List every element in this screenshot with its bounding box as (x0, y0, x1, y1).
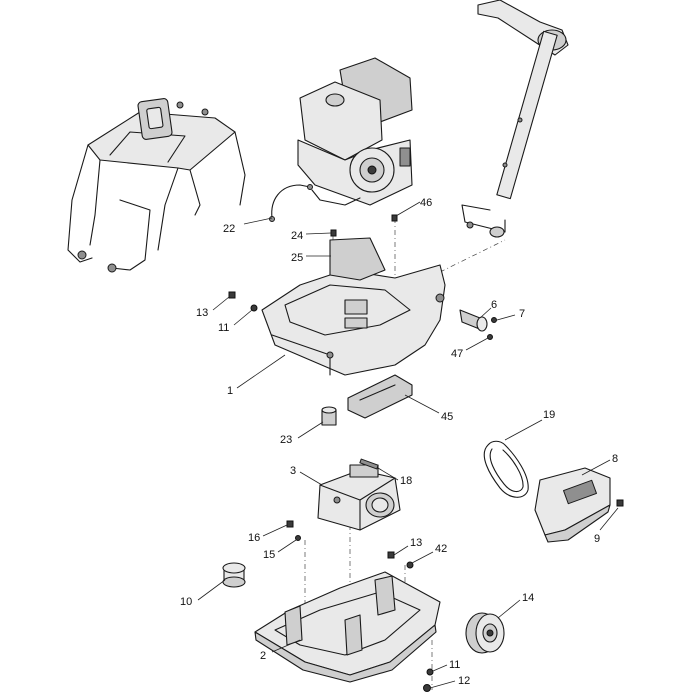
callout-46: 46 (420, 197, 432, 209)
rubber-mount-23-part (321, 406, 337, 426)
callout-16: 16 (248, 532, 260, 544)
nut-11b-part (426, 668, 434, 676)
handle-bar-part (461, 0, 569, 238)
callout-42: 42 (435, 543, 447, 555)
screw-9-part (616, 499, 624, 507)
callout-14: 14 (522, 592, 534, 604)
exciter-part (317, 464, 401, 531)
callout-3: 3 (290, 465, 296, 477)
callout-24: 24 (291, 230, 303, 242)
nut-42-part (406, 561, 414, 569)
nut-11-part (250, 304, 258, 312)
pivot-bolt-6-part (459, 309, 488, 332)
callout-9: 9 (594, 533, 600, 545)
base-frame-part (261, 237, 446, 376)
callout-18: 18 (400, 475, 412, 487)
callout-47: 47 (451, 348, 463, 360)
callout-45: 45 (441, 411, 453, 423)
bracket-45-part (347, 374, 413, 419)
callout-11-upper: 11 (218, 322, 229, 334)
callout-25: 25 (291, 252, 303, 264)
bolt-16-part (286, 520, 294, 528)
screw-46-part (391, 214, 398, 222)
callout-8: 8 (612, 453, 618, 465)
callout-1: 1 (227, 385, 233, 397)
callout-labels: 22 24 25 46 13 11 1 6 7 47 45 23 19 3 18… (180, 197, 618, 687)
callout-22: 22 (223, 223, 235, 235)
washer-12-part (423, 684, 431, 692)
bolt-24-part (330, 229, 337, 237)
belt-guard-part (534, 467, 611, 543)
bolt-18-part (359, 458, 379, 470)
nut-47-part (487, 334, 493, 340)
leader-lines (197, 201, 619, 689)
callout-6: 6 (491, 299, 497, 311)
bolt-13b-part (387, 551, 395, 559)
bolt-13-part (228, 291, 236, 299)
callout-2: 2 (260, 650, 266, 662)
washer-7-part (491, 317, 497, 323)
callout-11-lower: 11 (449, 659, 460, 671)
callout-13-upper: 13 (196, 307, 208, 319)
callout-15: 15 (263, 549, 275, 561)
callout-12: 12 (458, 675, 470, 687)
base-plate-part (254, 571, 441, 683)
callout-23: 23 (280, 434, 292, 446)
callout-7: 7 (519, 308, 525, 320)
washer-15-part (295, 535, 301, 541)
engine-part (297, 57, 413, 206)
transport-wheel-part (465, 612, 505, 654)
fuel-pipe-part (269, 184, 313, 222)
callout-10: 10 (180, 596, 192, 608)
drive-belt-part (483, 440, 529, 498)
callout-19: 19 (543, 409, 555, 421)
rubber-buffer-part (222, 562, 246, 588)
callout-13-lower: 13 (410, 537, 422, 549)
handle-frame-part (67, 98, 246, 273)
